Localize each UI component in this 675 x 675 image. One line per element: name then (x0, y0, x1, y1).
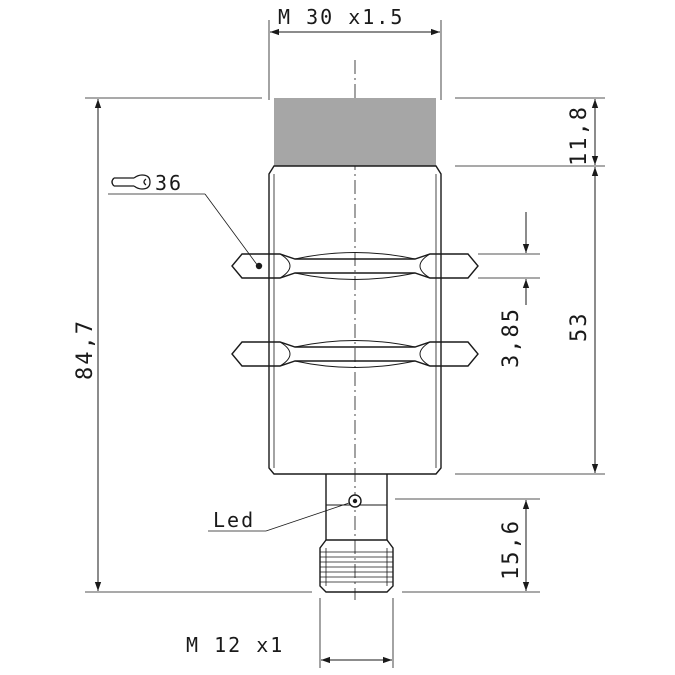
sensing-face (274, 98, 436, 166)
wrench-size-label: 36 (155, 171, 183, 195)
dim-label-thread-length: 53 (567, 312, 592, 343)
dim-label-m12: M 12 x1 (186, 633, 284, 657)
dim-label-overall: 84,7 (73, 319, 98, 380)
led-label: Led (213, 508, 255, 532)
extension-lines (85, 20, 605, 668)
dim-label-m30: M 30 x1.5 (278, 5, 404, 29)
locking-nut-upper (231, 252, 479, 280)
wrench-callout (108, 174, 263, 270)
wrench-icon (111, 174, 151, 190)
led-indicator-dot (352, 498, 358, 504)
m12-connector (319, 539, 394, 593)
sensor-body (268, 165, 442, 475)
dim-label-nut: 3,85 (499, 307, 524, 368)
dim-label-connector: 15,6 (499, 519, 524, 580)
locking-nut-lower (231, 340, 479, 368)
dim-label-sensing-face: 11,8 (567, 105, 592, 166)
dimension-lines (94, 28, 599, 664)
led-leader (208, 502, 350, 532)
